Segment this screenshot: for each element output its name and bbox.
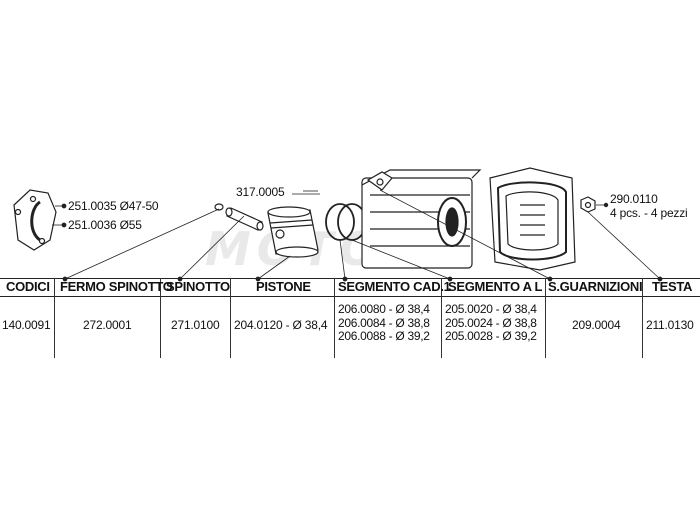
column-divider <box>334 278 335 358</box>
cylinder-drawing <box>361 169 482 269</box>
header-testa: TESTA <box>652 279 693 294</box>
header-s-guarnizioni: S.GUARNIZIONI <box>548 279 643 294</box>
table-top-rule <box>0 278 700 279</box>
cell-fermo-spinotto: 272.0001 <box>83 318 132 332</box>
header-pistone: PISTONE <box>256 279 311 294</box>
cylinder-head-drawing <box>489 167 576 271</box>
cell-segmento-al: 205.0020 - Ø 38,4 205.0024 - Ø 38,8 205.… <box>445 302 537 344</box>
cell-s-guarnizioni: 209.0004 <box>572 318 621 332</box>
gasket-b-label: 251.0036 Ø55 <box>68 218 142 232</box>
column-divider <box>545 278 546 358</box>
column-divider <box>642 278 643 358</box>
segmento-al-line: 205.0024 - Ø 38,8 <box>445 315 537 330</box>
cell-segmento-cad: 206.0080 - Ø 38,4 206.0084 - Ø 38,8 206.… <box>338 302 430 344</box>
table-header-rule <box>0 296 700 297</box>
column-divider <box>230 278 231 358</box>
column-divider <box>54 278 55 358</box>
cell-testa: 211.0130 <box>646 318 694 332</box>
segmento-cad-line: 206.0088 - Ø 39,2 <box>338 329 430 343</box>
nut-qty-label: 4 pcs. - 4 pezzi <box>610 206 688 220</box>
header-codici: CODICI <box>6 279 50 294</box>
header-fermo-spinotto: FERMO SPINOTTO <box>60 279 173 294</box>
piston-pin-drawing <box>225 207 264 231</box>
segmento-cad-line: 206.0084 - Ø 38,8 <box>338 315 430 330</box>
circlip-drawing <box>214 203 224 211</box>
column-divider <box>441 278 442 358</box>
header-segmento-cad: SEGMENTO CAD.1 <box>338 279 451 294</box>
pin-part-label: 317.0005 <box>236 185 285 199</box>
column-divider <box>160 278 161 358</box>
nut-part-label: 290.0110 <box>610 192 658 206</box>
cell-codici: 140.0091 <box>2 318 51 332</box>
intake-gasket-drawing <box>13 189 57 251</box>
header-segmento-al: SEGMENTO A L <box>448 279 543 294</box>
cell-pistone: 204.0120 - Ø 38,4 <box>234 318 328 332</box>
segmento-al-line: 205.0028 - Ø 39,2 <box>445 329 537 343</box>
gasket-a-label: 251.0035 Ø47-50 <box>68 199 159 213</box>
piston-drawing <box>267 206 319 258</box>
nut-drawing <box>580 196 596 213</box>
segmento-cad-line: 206.0080 - Ø 38,4 <box>338 302 430 316</box>
piston-rings-drawing <box>325 203 367 241</box>
segmento-al-line: 205.0020 - Ø 38,4 <box>445 302 537 316</box>
header-spinotto: SPINOTTO <box>166 279 230 294</box>
cell-spinotto: 271.0100 <box>171 318 220 332</box>
